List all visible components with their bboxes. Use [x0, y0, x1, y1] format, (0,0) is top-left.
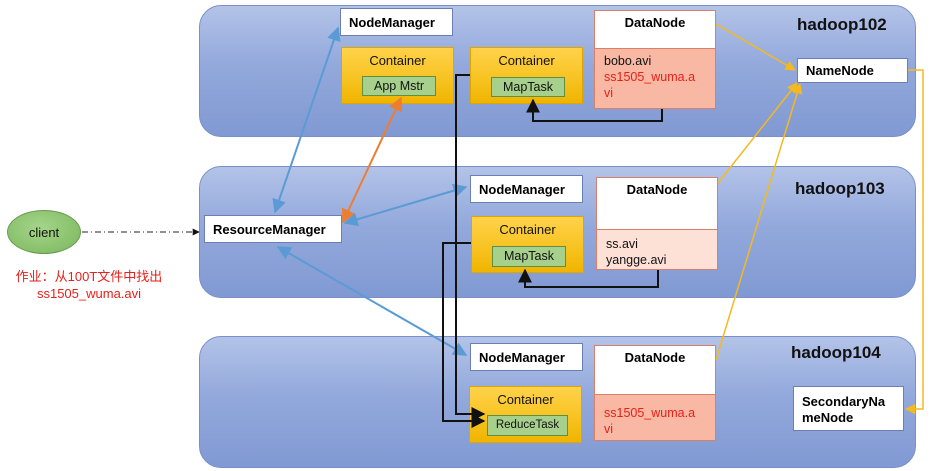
data-node-label: DataNode — [624, 350, 686, 365]
resource-manager: ResourceManager — [204, 215, 342, 243]
app-master-task: App Mstr — [362, 76, 436, 96]
map-task-hadoop102: MapTask — [491, 77, 565, 97]
container-app-master: Container App Mstr — [341, 47, 454, 104]
secondary-name-node-line1: SecondaryNa — [802, 394, 886, 409]
data-node-label: DataNode — [624, 15, 686, 30]
file-name: ss1505_wuma.a — [604, 70, 696, 84]
data-node-files: bobo.avi ss1505_wuma.a vi — [595, 48, 715, 108]
container-title: Container — [369, 53, 426, 68]
data-node-hadoop102: DataNode bobo.avi ss1505_wuma.a vi — [594, 10, 716, 109]
node-manager-hadoop102: NodeManager — [340, 8, 453, 36]
container-title: Container — [498, 53, 555, 68]
secondary-name-node-line2: meNode — [802, 410, 854, 425]
homework-note-line2: ss1505_wuma.avi — [36, 286, 142, 301]
file-name: vi — [604, 86, 614, 100]
map-task-hadoop103: MapTask — [492, 246, 566, 267]
file-name: bobo.avi — [604, 54, 652, 68]
node-manager-hadoop104: NodeManager — [470, 343, 583, 371]
reduce-task: ReduceTask — [487, 415, 568, 436]
homework-note: 作业：从100T文件中找出 ss1505_wuma.avi — [4, 268, 174, 302]
host-name-hadoop104: hadoop104 — [791, 343, 881, 362]
file-name: ss.avi — [606, 237, 638, 251]
file-name: ss1505_wuma.a — [604, 406, 696, 420]
data-node-files: ss.avi yangge.avi — [597, 229, 717, 269]
host-name-hadoop102: hadoop102 — [797, 15, 887, 34]
client-node: client — [7, 210, 81, 254]
file-name: yangge.avi — [606, 253, 667, 267]
data-node-files: ss1505_wuma.a vi — [595, 394, 715, 440]
data-node-hadoop103: DataNode ss.avi yangge.avi — [596, 177, 718, 270]
container-reduce-task: Container ReduceTask — [469, 386, 582, 443]
data-node-hadoop104: DataNode ss1505_wuma.a vi — [594, 345, 716, 441]
host-name-hadoop103: hadoop103 — [795, 179, 885, 198]
container-title: Container — [499, 222, 556, 237]
file-name: vi — [604, 422, 614, 436]
container-map-task-hadoop102: Container MapTask — [470, 47, 583, 104]
name-node: NameNode — [797, 58, 908, 83]
container-title: Container — [497, 392, 554, 407]
data-node-label: DataNode — [626, 182, 688, 197]
homework-note-line1: 作业：从100T文件中找出 — [15, 269, 163, 284]
secondary-name-node: SecondaryNa meNode — [793, 386, 904, 431]
node-manager-hadoop103: NodeManager — [470, 175, 583, 203]
container-map-task-hadoop103: Container MapTask — [471, 216, 584, 273]
